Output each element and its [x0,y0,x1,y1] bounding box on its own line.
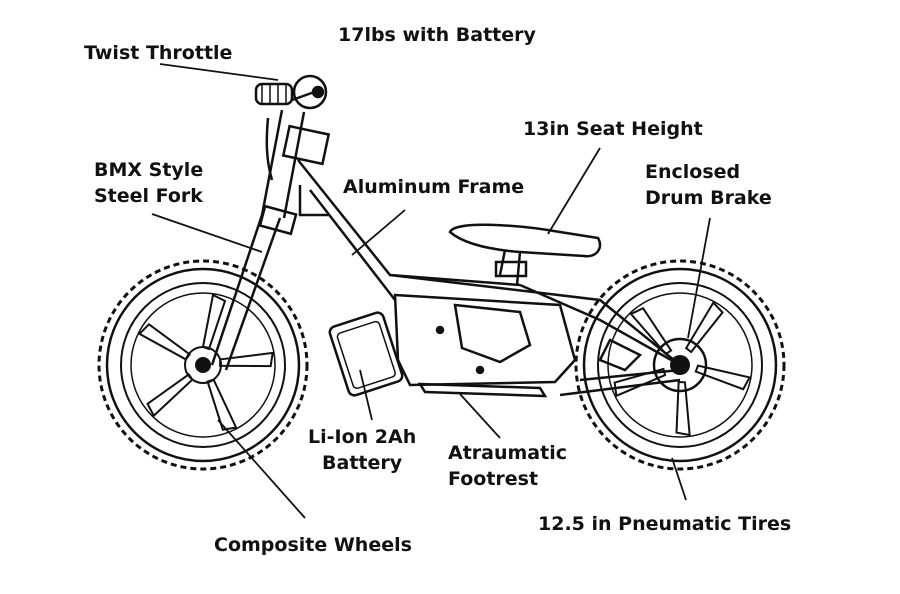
motor-housing [393,293,577,387]
wheels-label: Composite Wheels [214,534,412,556]
front-wheel [97,259,309,471]
footrest-label-line2: Footrest [448,468,539,490]
leader-lines [151,63,711,519]
seat-label: 13in Seat Height [523,118,703,140]
frame [297,159,681,397]
seat [448,223,602,286]
brake-label: Enclosed Drum Brake [645,159,772,211]
leader-footrest [459,393,501,439]
throttle-label: Twist Throttle [84,42,233,64]
weight-label: 17lbs with Battery [338,24,536,46]
fork-label: BMX Style Steel Fork [94,157,203,209]
leader-fork [151,213,263,253]
footrest-label: Atraumatic Footrest [448,440,567,492]
leader-seat [547,147,601,235]
fork [210,204,298,371]
leader-throttle [159,63,279,81]
battery-label-line1: Li-Ion 2Ah [308,426,417,448]
leader-frame [351,209,406,256]
tires-label: 12.5 in Pneumatic Tires [538,513,792,535]
brake-label-line1: Enclosed [645,161,741,183]
footrest-label-line1: Atraumatic [448,442,567,464]
battery-pack [328,311,404,397]
throttle-grip [254,74,328,110]
leader-battery [359,369,373,421]
head-tube [260,88,331,219]
battery-label-line2: Battery [322,452,403,474]
frame-label: Aluminum Frame [343,176,525,198]
brake-label-line2: Drum Brake [645,187,772,209]
leader-brake [687,217,711,339]
fork-label-line2: Steel Fork [94,185,203,207]
leader-wheels [217,419,306,519]
footrest [417,382,548,398]
fork-label-line1: BMX Style [94,159,204,181]
drum-brake [598,338,643,372]
leader-tires [671,457,687,501]
battery-label: Li-Ion 2Ah Battery [308,424,416,476]
